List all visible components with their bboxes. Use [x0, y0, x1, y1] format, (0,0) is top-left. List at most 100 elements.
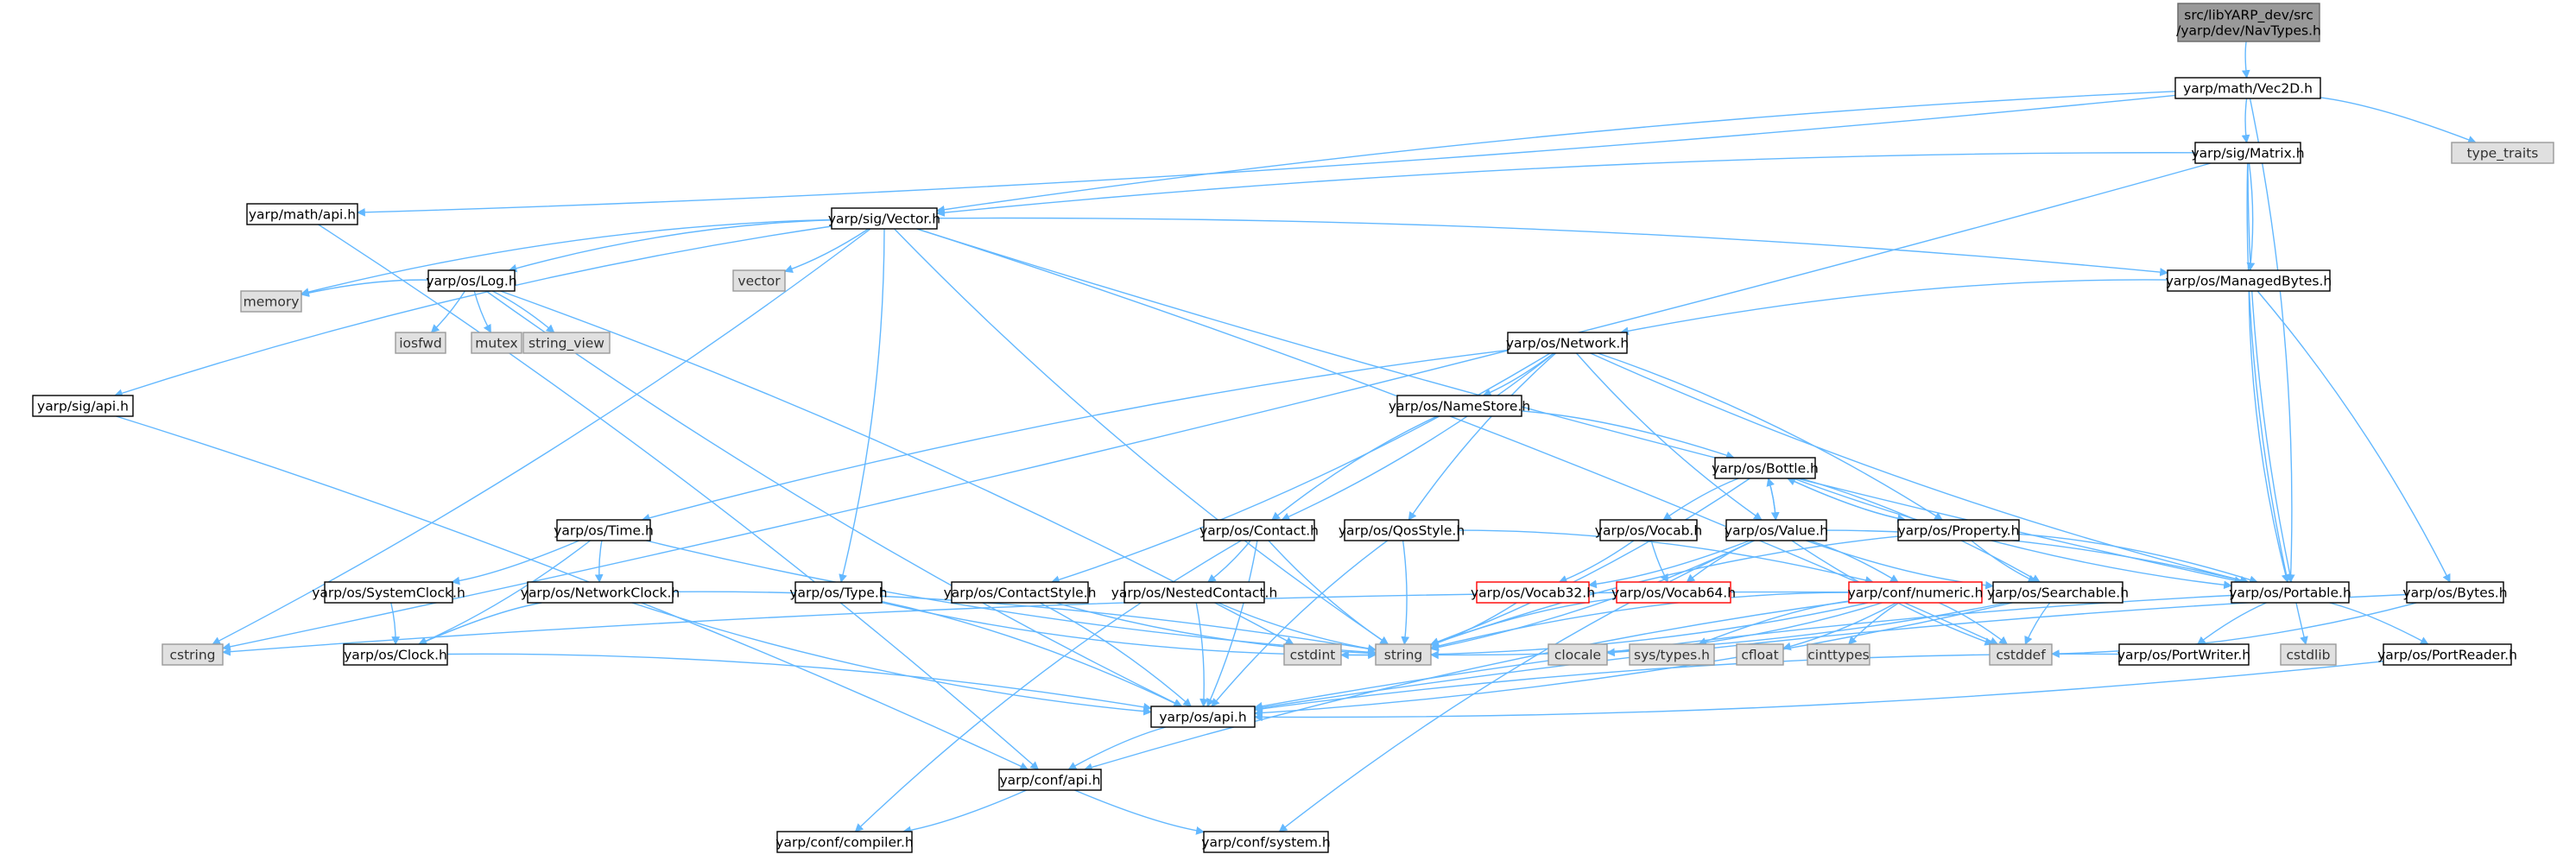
- edge-vec2d-to-matrix: [2241, 98, 2250, 143]
- node-box-mathapi: [246, 203, 358, 225]
- node-portwriter[interactable]: yarp/os/PortWriter.h: [2117, 643, 2250, 666]
- node-label-cstdint: cstdint: [1290, 648, 1336, 663]
- node-box-systemclock: [324, 581, 453, 604]
- node-label-property: yarp/os/Property.h: [1897, 523, 2019, 539]
- edge-vector_h-to-portable: [916, 228, 2244, 585]
- node-system[interactable]: yarp/conf/system.h: [1201, 831, 1331, 853]
- node-navtypes[interactable]: src/libYARP_dev/src/yarp/dev/NavTypes.h: [2176, 3, 2321, 42]
- edge-qosstyle-to-numeric: [1458, 529, 1874, 585]
- edge-log-to-string_view: [491, 290, 555, 333]
- edge-bottle-to-value: [1768, 478, 1780, 521]
- node-string: string: [1375, 643, 1432, 666]
- node-portreader[interactable]: yarp/os/PortReader.h: [2377, 643, 2517, 666]
- edge-value-to-system: [1278, 540, 1755, 832]
- node-contactstyle[interactable]: yarp/os/ContactStyle.h: [944, 581, 1097, 604]
- edge-managedbytes-to-network: [1619, 279, 2168, 336]
- node-sigapi[interactable]: yarp/sig/api.h: [32, 395, 134, 417]
- node-time[interactable]: yarp/os/Time.h: [554, 519, 654, 541]
- node-label-navtypes: src/libYARP_dev/src: [2184, 8, 2313, 24]
- edge-value-to-string: [1430, 540, 1755, 652]
- node-bytes[interactable]: yarp/os/Bytes.h: [2402, 581, 2508, 604]
- node-value[interactable]: yarp/os/Value.h: [1725, 519, 1828, 541]
- node-box-log: [427, 269, 516, 292]
- node-vocab64[interactable]: yarp/os/Vocab64.h: [1611, 581, 1736, 604]
- node-label-portwriter: yarp/os/PortWriter.h: [2117, 648, 2250, 663]
- edge-log-to-mutex: [473, 290, 492, 333]
- node-network[interactable]: yarp/os/Network.h: [1506, 332, 1629, 354]
- node-vocab[interactable]: yarp/os/Vocab.h: [1595, 519, 1702, 541]
- node-box-osapi: [1150, 706, 1256, 728]
- node-portable[interactable]: yarp/os/Portable.h: [2229, 581, 2351, 604]
- node-box-confapi: [998, 769, 1102, 791]
- node-systypes: sys/types.h: [1629, 643, 1715, 666]
- node-vocab32[interactable]: yarp/os/Vocab32.h: [1471, 581, 1595, 604]
- node-label-system: yarp/conf/system.h: [1201, 835, 1330, 851]
- node-box-vector: [732, 269, 786, 292]
- node-label-value: yarp/os/Value.h: [1725, 523, 1828, 539]
- node-property[interactable]: yarp/os/Property.h: [1897, 519, 2020, 541]
- node-log[interactable]: yarp/os/Log.h: [426, 269, 517, 292]
- node-box-cfloat: [1736, 643, 1784, 666]
- node-systemclock[interactable]: yarp/os/SystemClock.h: [312, 581, 465, 604]
- node-label-networkclock: yarp/os/NetworkClock.h: [521, 585, 680, 601]
- edge-property-to-bottle: [1787, 478, 1906, 521]
- edge-portreader-to-osapi: [1254, 661, 2384, 722]
- node-label-qosstyle: yarp/os/QosStyle.h: [1339, 523, 1465, 539]
- edge-property-to-searchable: [1971, 540, 2037, 583]
- node-matrix[interactable]: yarp/sig/Matrix.h: [2191, 142, 2305, 164]
- node-confapi[interactable]: yarp/conf/api.h: [998, 769, 1102, 791]
- node-box-vector_h: [831, 207, 938, 230]
- node-clock[interactable]: yarp/os/Clock.h: [343, 643, 448, 666]
- edge-matrix-to-cstdlib: [2247, 162, 2308, 645]
- node-label-time: yarp/os/Time.h: [554, 523, 654, 539]
- node-box-systypes: [1629, 643, 1715, 666]
- node-box-iosfwd: [395, 332, 446, 354]
- node-networkclock[interactable]: yarp/os/NetworkClock.h: [521, 581, 680, 604]
- node-type[interactable]: yarp/os/Type.h: [789, 581, 888, 604]
- node-cfloat: cfloat: [1736, 643, 1784, 666]
- node-label-cfloat: cfloat: [1741, 648, 1778, 663]
- node-label-type_traits: type_traits: [2467, 146, 2539, 162]
- edge-time-to-networkclock: [594, 540, 604, 583]
- node-mathapi[interactable]: yarp/math/api.h: [246, 203, 358, 225]
- node-string_view: string_view: [522, 332, 611, 354]
- node-vector: vector: [732, 269, 786, 292]
- node-managedbytes[interactable]: yarp/os/ManagedBytes.h: [2166, 269, 2332, 292]
- node-label-vector_h: yarp/sig/Vector.h: [828, 212, 940, 227]
- edge-network-to-portable: [1590, 352, 2250, 585]
- node-compiler[interactable]: yarp/conf/compiler.h: [775, 831, 914, 853]
- edge-log-to-osapi: [485, 290, 1183, 707]
- edge-numeric-to-cstring: [222, 591, 1850, 656]
- node-numeric[interactable]: yarp/conf/numeric.h: [1848, 581, 1984, 604]
- node-memory: memory: [240, 290, 302, 313]
- node-label-mathapi: yarp/math/api.h: [249, 207, 356, 223]
- edge-searchable-to-cstddef: [2024, 602, 2051, 645]
- node-label-clock: yarp/os/Clock.h: [344, 648, 447, 663]
- node-label-numeric: yarp/conf/numeric.h: [1848, 585, 1984, 601]
- edge-vector_h-to-cstring: [212, 228, 871, 645]
- node-box-portreader: [2383, 643, 2512, 666]
- edge-numeric-to-string: [1430, 592, 1850, 650]
- node-box-namestore: [1396, 395, 1522, 417]
- node-namestore[interactable]: yarp/os/NameStore.h: [1389, 395, 1530, 417]
- node-box-mutex: [471, 332, 522, 354]
- node-nestedcontact[interactable]: yarp/os/NestedContact.h: [1111, 581, 1278, 604]
- node-bottle[interactable]: yarp/os/Bottle.h: [1712, 457, 1819, 479]
- node-vec2d[interactable]: yarp/math/Vec2D.h: [2174, 77, 2321, 99]
- edge-network-to-namestore: [1482, 352, 1554, 396]
- node-osapi[interactable]: yarp/os/api.h: [1150, 706, 1256, 728]
- node-box-portable: [2231, 581, 2350, 604]
- edge-network-to-property: [1598, 352, 1943, 521]
- edge-property-to-portable: [2018, 533, 2258, 585]
- node-searchable[interactable]: yarp/os/Searchable.h: [1987, 581, 2129, 604]
- node-contact[interactable]: yarp/os/Contact.h: [1199, 519, 1319, 541]
- node-label-vector: vector: [737, 274, 781, 289]
- node-vector_h[interactable]: yarp/sig/Vector.h: [828, 207, 940, 230]
- node-label-type: yarp/os/Type.h: [789, 585, 887, 601]
- node-box-bytes: [2406, 581, 2504, 604]
- edge-namestore-to-contact: [1271, 415, 1438, 521]
- edge-value-to-vocab32: [1588, 540, 1750, 589]
- node-qosstyle[interactable]: yarp/os/QosStyle.h: [1339, 519, 1465, 541]
- node-label-string: string: [1384, 648, 1423, 663]
